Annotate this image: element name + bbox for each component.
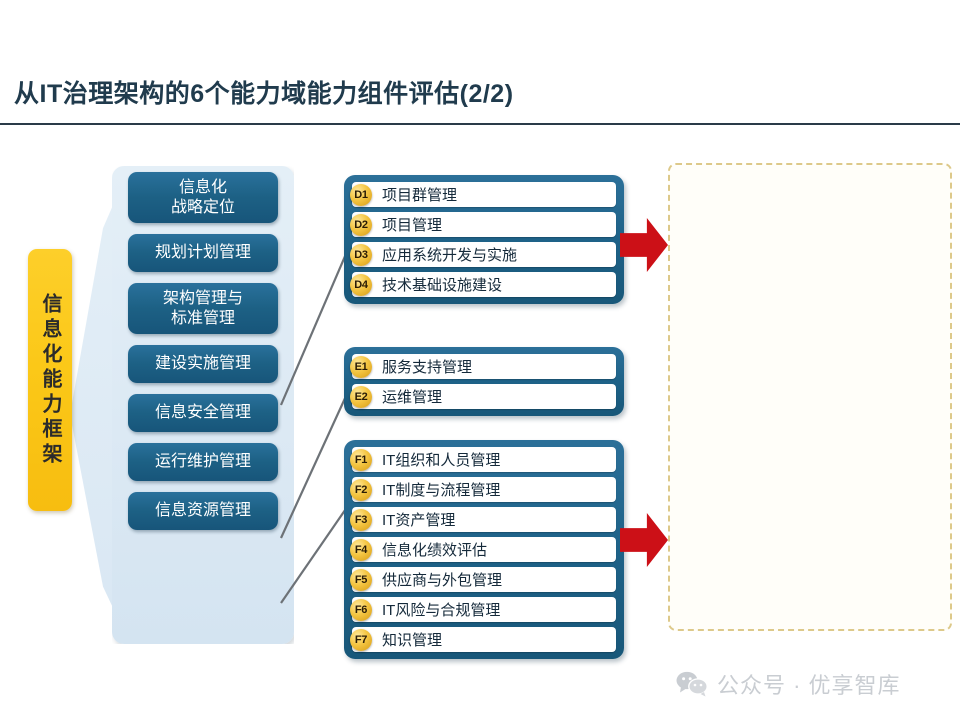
watermark: 公众号 · 优享智库 [676, 668, 901, 700]
title-divider [0, 123, 960, 125]
component-row[interactable]: F3 IT资产管理 [350, 507, 616, 532]
component-label: 知识管理 [382, 632, 443, 649]
component-badge: F5 [350, 568, 372, 591]
watermark-text: 公众号 · 优享智库 [717, 673, 901, 698]
arrow-right-icon [620, 218, 668, 272]
component-label: IT组织和人员管理 [382, 452, 501, 469]
component-row[interactable]: F6 IT风险与合规管理 [350, 597, 616, 622]
capability-group-f: F1 IT组织和人员管理 F2 IT制度与流程管理 F3 IT资产管理 F4 信… [344, 440, 624, 659]
component-label: IT资产管理 [382, 512, 456, 529]
component-row[interactable]: F7 知识管理 [350, 627, 616, 652]
component-badge: D3 [350, 243, 372, 266]
arrow-right-icon [620, 513, 668, 567]
component-row[interactable]: F4 信息化绩效评估 [350, 537, 616, 562]
capability-item-security[interactable]: 信息安全管理 [128, 394, 278, 433]
component-row[interactable]: F5 供应商与外包管理 [350, 567, 616, 592]
component-row[interactable]: E2 运维管理 [350, 384, 616, 409]
component-badge: E1 [350, 355, 372, 378]
reference-panel [668, 163, 952, 631]
component-badge: F4 [350, 538, 372, 561]
component-row[interactable]: D4 技术基础设施建设 [350, 272, 616, 297]
capability-item-architecture[interactable]: 架构管理与 标准管理 [128, 283, 278, 335]
component-label: 供应商与外包管理 [382, 572, 503, 589]
component-badge: D1 [350, 183, 372, 206]
component-label: 信息化绩效评估 [382, 542, 488, 559]
component-label: 项目群管理 [382, 187, 458, 204]
component-row[interactable]: D2 项目管理 [350, 212, 616, 237]
component-label: IT风险与合规管理 [382, 602, 501, 619]
capability-item-operations[interactable]: 运行维护管理 [128, 443, 278, 482]
component-row[interactable]: D3 应用系统开发与实施 [350, 242, 616, 267]
component-badge: F3 [350, 508, 372, 531]
framework-tab: 信息化能力框架 [28, 249, 72, 511]
component-badge: D2 [350, 213, 372, 236]
component-row[interactable]: F2 IT制度与流程管理 [350, 477, 616, 502]
component-badge: F1 [350, 448, 372, 471]
component-row[interactable]: D1 项目群管理 [350, 182, 616, 207]
component-label: 技术基础设施建设 [382, 277, 503, 294]
capability-list: 信息化 战略定位 规划计划管理 架构管理与 标准管理 建设实施管理 信息安全管理… [128, 172, 278, 531]
component-badge: F6 [350, 598, 372, 621]
component-badge: D4 [350, 273, 372, 296]
component-label: 应用系统开发与实施 [382, 247, 518, 264]
component-row[interactable]: E1 服务支持管理 [350, 354, 616, 379]
capability-item-planning[interactable]: 规划计划管理 [128, 234, 278, 273]
capability-group-d: D1 项目群管理 D2 项目管理 D3 应用系统开发与实施 D4 技术基础设施建… [344, 175, 624, 304]
capability-group-e: E1 服务支持管理 E2 运维管理 [344, 347, 624, 416]
component-label: 服务支持管理 [382, 359, 473, 376]
wechat-icon [676, 671, 708, 697]
capability-item-resources[interactable]: 信息资源管理 [128, 492, 278, 531]
component-badge: F7 [350, 628, 372, 651]
page-title: 从IT治理架构的6个能力域能力组件评估(2/2) [14, 80, 514, 108]
component-label: 运维管理 [382, 389, 443, 406]
component-row[interactable]: F1 IT组织和人员管理 [350, 447, 616, 472]
component-label: 项目管理 [382, 217, 443, 234]
framework-tab-label: 信息化能力框架 [39, 292, 61, 468]
component-badge: E2 [350, 385, 372, 408]
capability-item-construction[interactable]: 建设实施管理 [128, 345, 278, 384]
component-badge: F2 [350, 478, 372, 501]
capability-item-strategy[interactable]: 信息化 战略定位 [128, 172, 278, 224]
component-label: IT制度与流程管理 [382, 482, 501, 499]
